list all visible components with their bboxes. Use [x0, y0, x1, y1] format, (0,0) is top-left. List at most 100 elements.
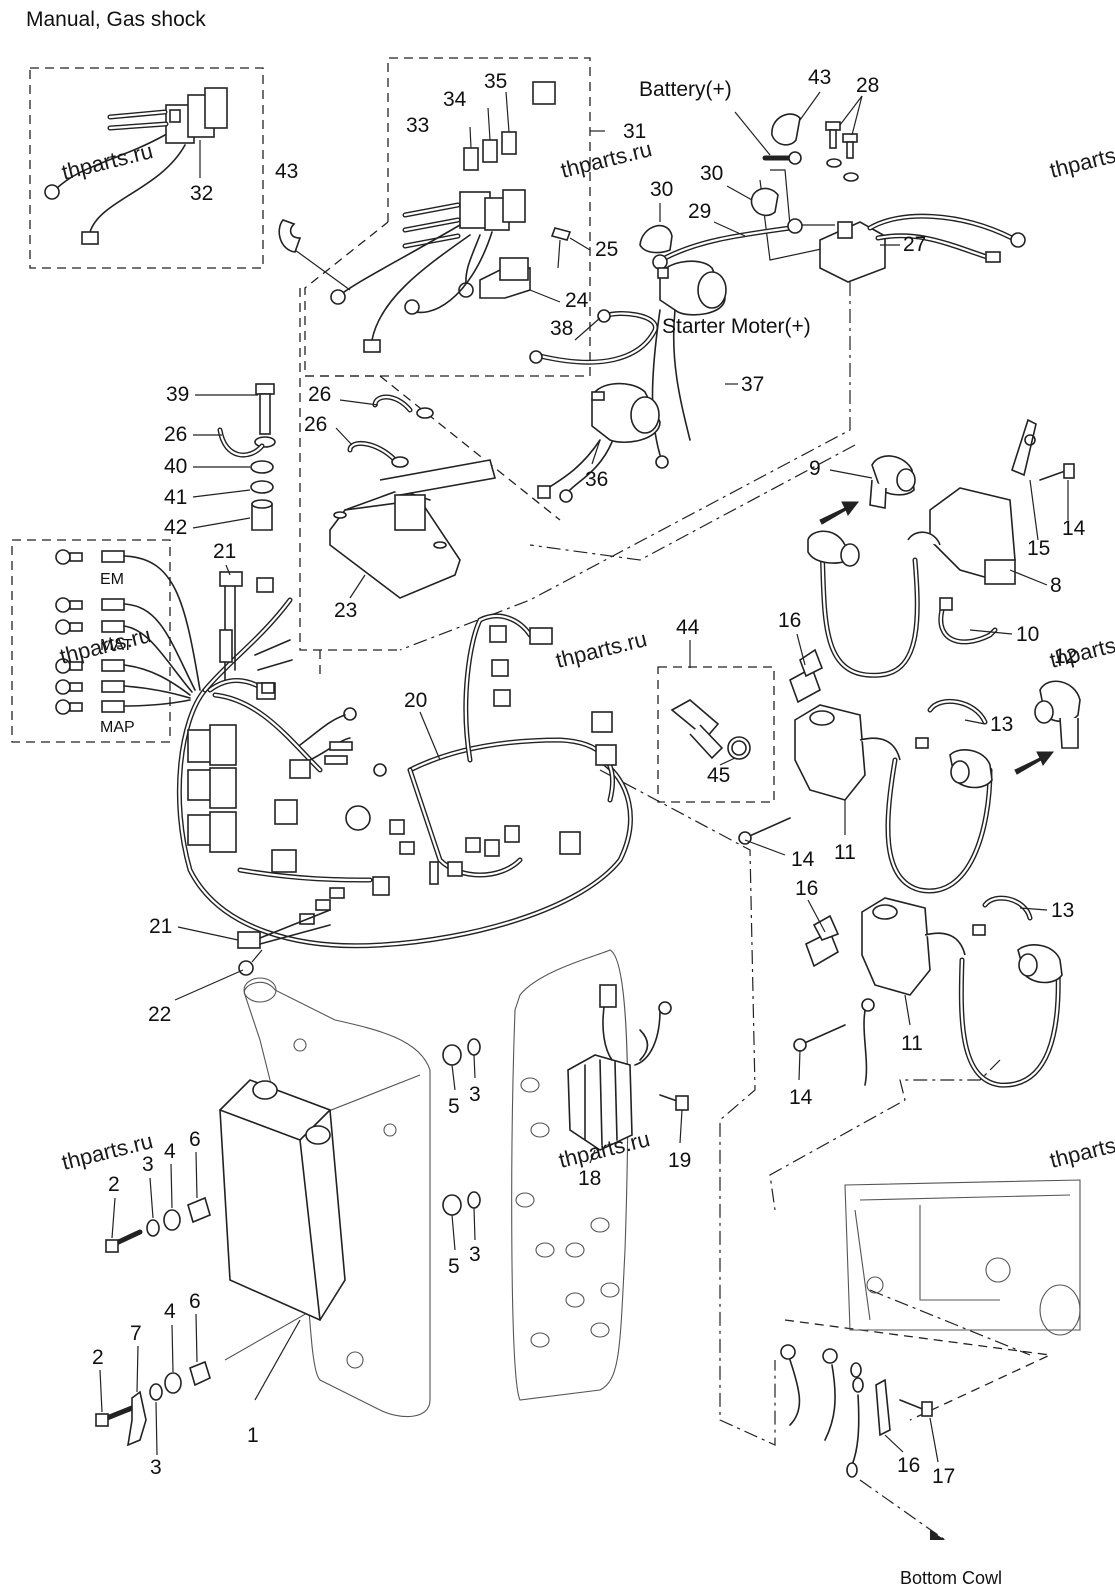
bolt-19	[675, 1095, 689, 1111]
relay-37	[651, 260, 727, 469]
label-13-top: 13	[990, 713, 1013, 736]
label-6-lower: 6	[189, 1290, 201, 1313]
assembly-lines	[224, 169, 1053, 1541]
label-16-mid: 16	[795, 877, 818, 900]
label-24: 24	[565, 289, 589, 312]
ignition-coil-11-bottom	[793, 897, 1063, 1088]
screws-28	[825, 121, 859, 182]
bolt-14-bottom	[793, 1038, 807, 1052]
strap-15	[1011, 418, 1037, 477]
label-37: 37	[741, 373, 764, 396]
cable-29	[652, 218, 803, 270]
grommet-4-lower	[164, 1372, 182, 1394]
label-27: 27	[903, 233, 926, 256]
label-5-lower: 5	[448, 1255, 460, 1278]
label-11-bottom: 11	[901, 1032, 923, 1055]
washer-3-lower	[149, 1383, 163, 1401]
label-43-left: 43	[275, 160, 298, 183]
label-41: 41	[164, 486, 187, 509]
washer-3-upper	[146, 1219, 160, 1237]
bolt-14-top	[1063, 463, 1075, 479]
label-em: EM	[100, 571, 124, 588]
label-4-lower: 4	[164, 1300, 176, 1323]
strap-16-bottom	[875, 1378, 891, 1437]
label-12: 12	[1054, 645, 1077, 668]
label-30-b: 30	[700, 162, 723, 185]
diagram-title: Manual, Gas shock	[26, 8, 206, 31]
collar-6-upper	[187, 1196, 211, 1224]
bolt-17	[921, 1401, 933, 1417]
fuse-holder-21-top	[219, 571, 293, 694]
screw-25	[550, 227, 572, 241]
relay-assembly-32	[44, 87, 228, 245]
strap-7	[126, 1390, 147, 1447]
label-26-b: 26	[164, 423, 187, 446]
label-6-upper: 6	[189, 1128, 201, 1151]
label-26-c: 26	[304, 413, 327, 436]
grommet-5-lower	[442, 1194, 462, 1216]
label-42: 42	[164, 516, 187, 539]
label-20: 20	[404, 689, 427, 712]
sensor-map	[55, 658, 125, 715]
label-22: 22	[148, 1003, 171, 1026]
leads-coil-8	[807, 530, 941, 678]
label-21-bottom: 21	[149, 915, 172, 938]
label-45: 45	[707, 764, 730, 787]
hardware-left-lower	[95, 1360, 211, 1447]
label-3-r-upper: 3	[469, 1083, 481, 1106]
strap-13-top	[915, 699, 988, 749]
watermark-5: thparts.ru	[59, 1128, 155, 1175]
label-3-r-lower: 3	[469, 1243, 481, 1266]
fuse-34	[482, 139, 498, 163]
label-2-lower: 2	[92, 1346, 104, 1369]
watermark-2: thparts.ru	[558, 136, 654, 183]
label-44: 44	[676, 616, 700, 639]
label-3-lower: 3	[150, 1456, 162, 1479]
wiring-harness-20	[176, 597, 633, 949]
hardware-left-upper	[105, 1038, 481, 1253]
label-18: 18	[578, 1167, 601, 1190]
bolt-39	[255, 383, 275, 395]
label-8: 8	[1050, 574, 1062, 597]
battery-lead	[734, 111, 802, 165]
label-mat: MAT	[100, 637, 133, 654]
direction-arrows	[819, 501, 1055, 1540]
terminal-cover-43	[771, 113, 801, 146]
label-19: 19	[668, 1149, 691, 1172]
cover-30	[639, 187, 779, 254]
label-4-upper: 4	[164, 1140, 176, 1163]
ghost-plate-right	[844, 1179, 1081, 1336]
washer-40	[250, 460, 274, 474]
part-labels: 32 33 34 35 31 43 43 28 30 30 29 27 25 2…	[92, 66, 1086, 1488]
washer-3-r-lower	[467, 1191, 481, 1209]
washer-41	[250, 480, 274, 494]
label-13-bottom: 13	[1051, 899, 1074, 922]
label-10: 10	[1016, 623, 1039, 646]
bolt-2-upper	[105, 1239, 119, 1253]
label-35: 35	[484, 70, 507, 93]
label-3-upper: 3	[142, 1153, 154, 1176]
label-21-top: 21	[213, 540, 236, 563]
label-29: 29	[688, 200, 711, 223]
label-15: 15	[1027, 537, 1050, 560]
ghost-plate-center	[511, 949, 629, 1401]
cdi-unit-1	[219, 1079, 346, 1401]
label-23: 23	[334, 599, 357, 622]
sensor-em	[55, 549, 125, 565]
label-33: 33	[406, 114, 429, 137]
plug-cap-9	[869, 455, 916, 509]
ignition-coil-8	[929, 418, 1075, 585]
bracket-24	[479, 227, 572, 299]
wire-38	[529, 309, 658, 365]
label-14-bottom: 14	[789, 1086, 813, 1109]
label-14-top: 14	[1062, 517, 1086, 540]
fuse-block-31	[330, 81, 556, 353]
group-box-44	[657, 666, 775, 803]
callout-starter: Starter Moter(+)	[662, 315, 811, 338]
starter-relay-27	[819, 213, 1026, 283]
label-38: 38	[550, 317, 573, 340]
fuse-holder-21-bottom	[237, 909, 331, 976]
clamp-43-left	[278, 219, 351, 291]
label-39: 39	[166, 383, 189, 406]
watermark-9: thparts.ru	[1047, 1126, 1115, 1173]
